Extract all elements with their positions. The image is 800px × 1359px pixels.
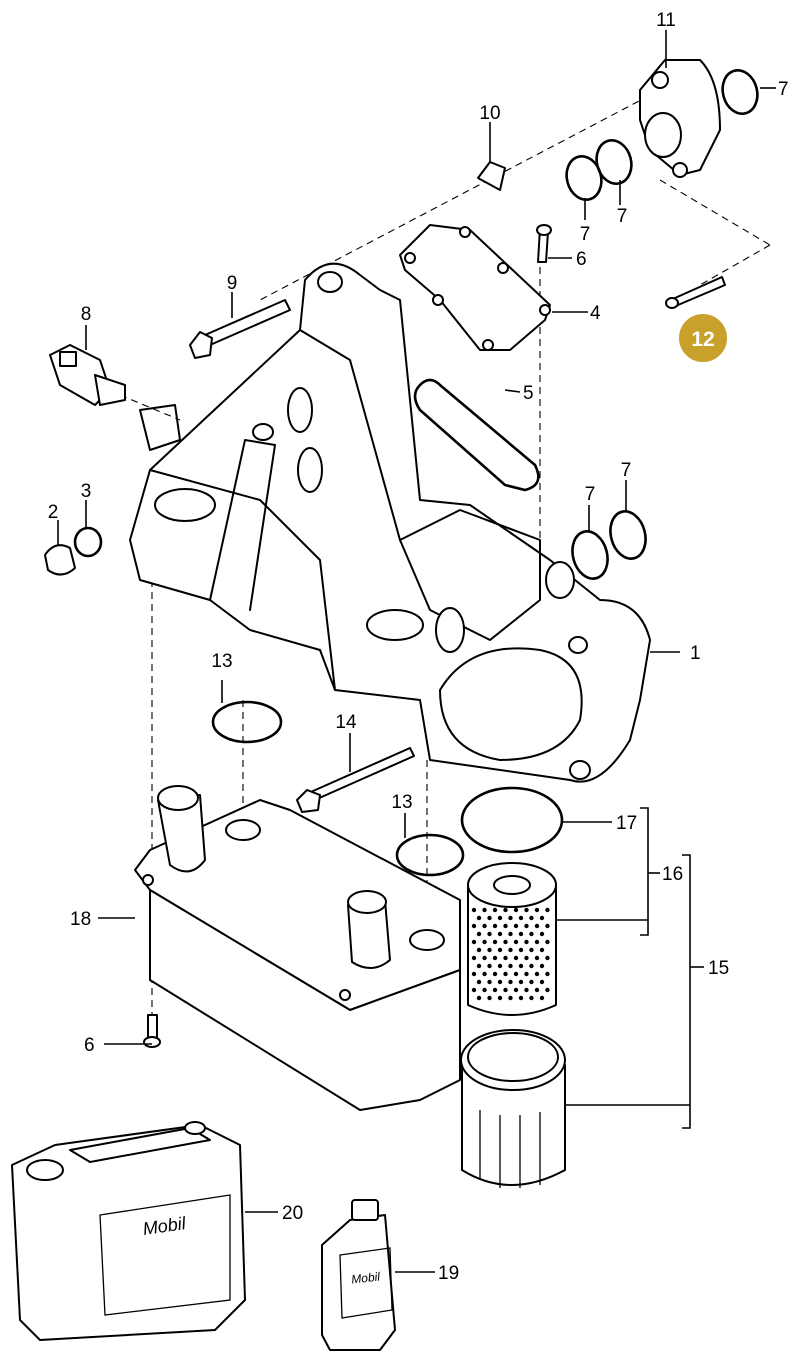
callout-2: 2 [48, 502, 59, 523]
cover-flange [399, 224, 551, 351]
leader-lines [57, 30, 776, 1273]
callout-7-e: 7 [621, 460, 632, 481]
callout-17: 17 [616, 813, 637, 834]
pressure-sensor [49, 344, 126, 406]
callout-6-bottom: 6 [84, 1035, 95, 1056]
callout-labels: 1 2 3 4 5 6 6 7 7 7 7 7 8 9 10 11 13 13 … [48, 10, 789, 1284]
callout-6-top: 6 [576, 249, 587, 270]
filter-o-ring [460, 786, 564, 854]
callout-20: 20 [282, 1203, 303, 1224]
flange-11 [639, 59, 721, 178]
filter-perforations [471, 907, 550, 1001]
callout-13-a: 13 [211, 651, 232, 672]
callout-1: 1 [690, 643, 701, 664]
bottle-brand: Mobil [351, 1270, 381, 1287]
callout-15: 15 [708, 958, 729, 979]
callout-12[interactable]: 12 [691, 328, 714, 351]
fasteners [143, 161, 726, 1048]
filter-element [467, 862, 557, 1016]
filter-cap [460, 1029, 566, 1188]
callout-9: 9 [227, 273, 238, 294]
callout-18: 18 [70, 909, 91, 930]
callout-7-a: 7 [778, 79, 789, 100]
callout-3: 3 [81, 481, 92, 502]
filter-housing [129, 262, 651, 783]
callout-7-d: 7 [585, 484, 596, 505]
callout-19: 19 [438, 1263, 459, 1284]
gasket [413, 378, 540, 492]
callout-8: 8 [81, 304, 92, 325]
callout-5: 5 [523, 383, 534, 404]
callout-12-highlight[interactable]: 12 [677, 312, 729, 364]
callout-13-b: 13 [391, 792, 412, 813]
callout-7-c: 7 [617, 206, 628, 227]
callout-11: 11 [656, 10, 676, 31]
highlight-badge[interactable] [677, 312, 729, 364]
oil-bottle: Mobil [321, 1199, 396, 1351]
callout-4: 4 [590, 303, 601, 324]
drain-plug [44, 526, 103, 576]
callout-10: 10 [479, 103, 500, 124]
retaining-rings [211, 700, 465, 877]
callout-16: 16 [662, 864, 683, 885]
oil-cooler [134, 785, 461, 1111]
callout-14: 14 [335, 712, 357, 733]
oil-canister: Mobil [11, 1121, 246, 1341]
callout-7-b: 7 [580, 224, 591, 245]
